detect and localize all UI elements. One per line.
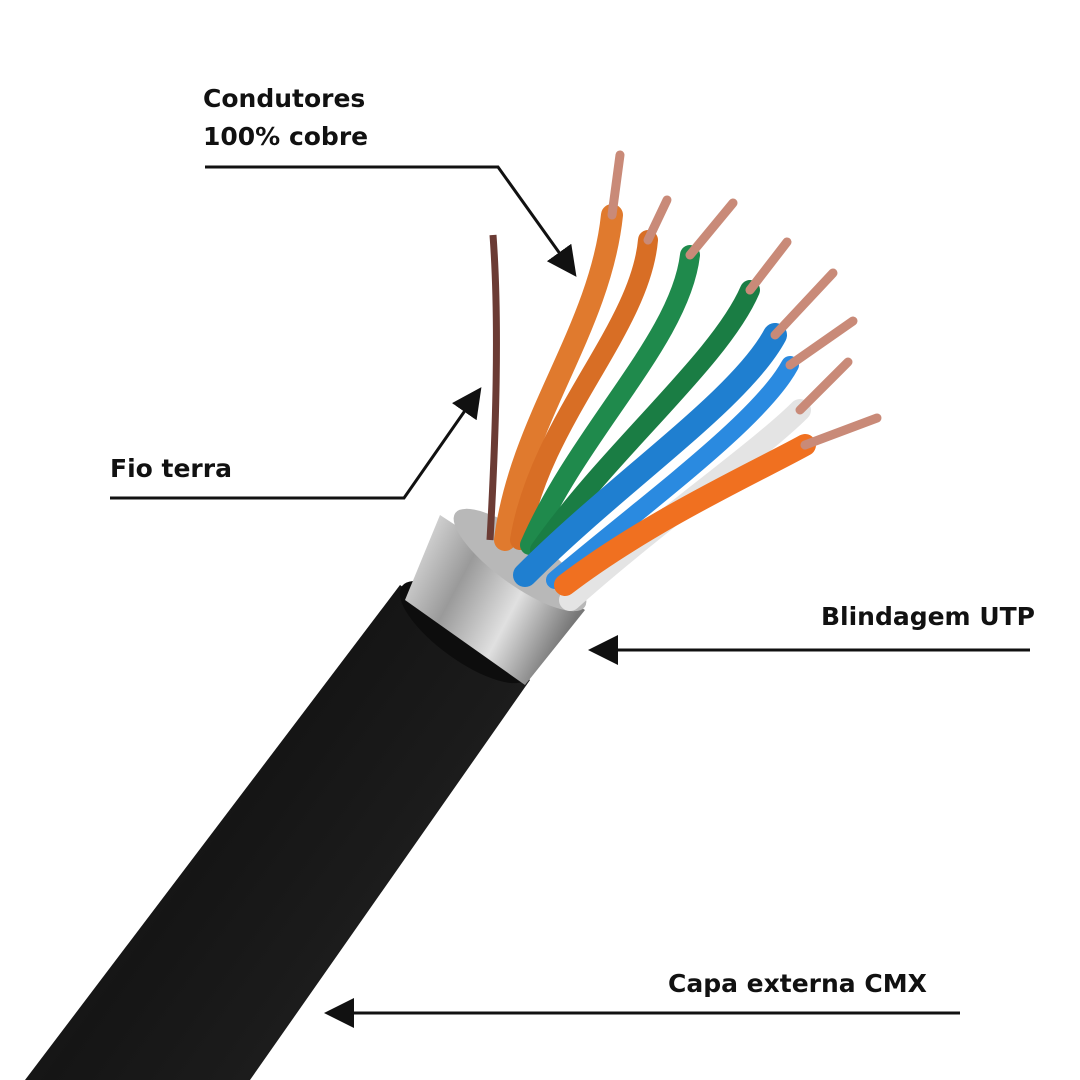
conductor-pairs [494,204,816,611]
shield-foil [405,515,585,685]
label-ground-wire: Fio terra [110,454,232,483]
label-shield: Blindagem UTP [820,602,1035,631]
ground-callout-line [110,387,482,500]
conductors-callout-line [205,165,577,277]
label-conductors-line1: Condutores [203,84,366,113]
outer-jacket [25,585,530,1080]
label-outer-jacket: Capa externa CMX [668,969,927,998]
ground-wire [486,234,500,541]
label-conductors: Condutores 100% cobre [203,80,368,156]
label-conductors-line2: 100% cobre [203,122,369,151]
copper-tips [607,150,882,450]
